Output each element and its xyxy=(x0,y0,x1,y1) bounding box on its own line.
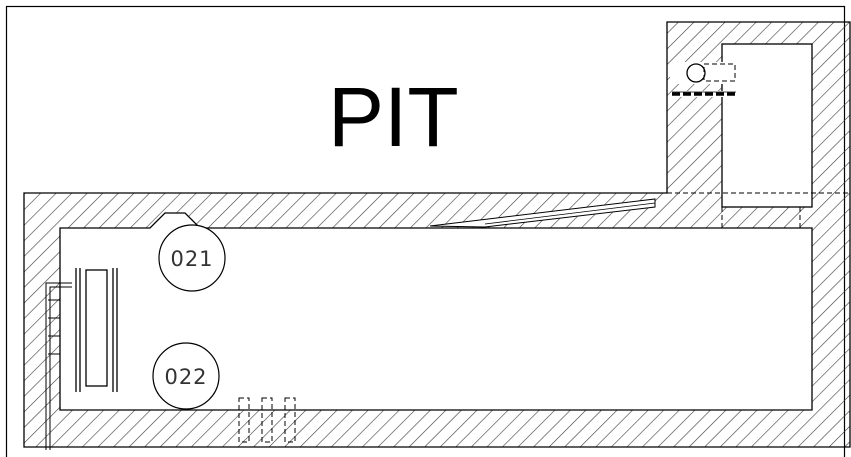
ladder-rungs xyxy=(45,282,72,450)
tag-label-022: 022 xyxy=(164,365,207,389)
upper-chamber-outline xyxy=(721,43,813,208)
tag-label-021: 021 xyxy=(170,247,213,271)
valve-circle xyxy=(686,63,706,83)
hidden-lines xyxy=(667,192,850,228)
equipment-rack xyxy=(75,268,118,392)
pit-title: PIT xyxy=(328,70,459,164)
equipment-tag-021: 021 xyxy=(158,224,226,292)
floor-penetrations xyxy=(238,397,296,443)
equipment-tag-022: 022 xyxy=(152,342,220,410)
valve-fitting xyxy=(670,62,736,97)
sloped-pipe xyxy=(429,198,656,228)
